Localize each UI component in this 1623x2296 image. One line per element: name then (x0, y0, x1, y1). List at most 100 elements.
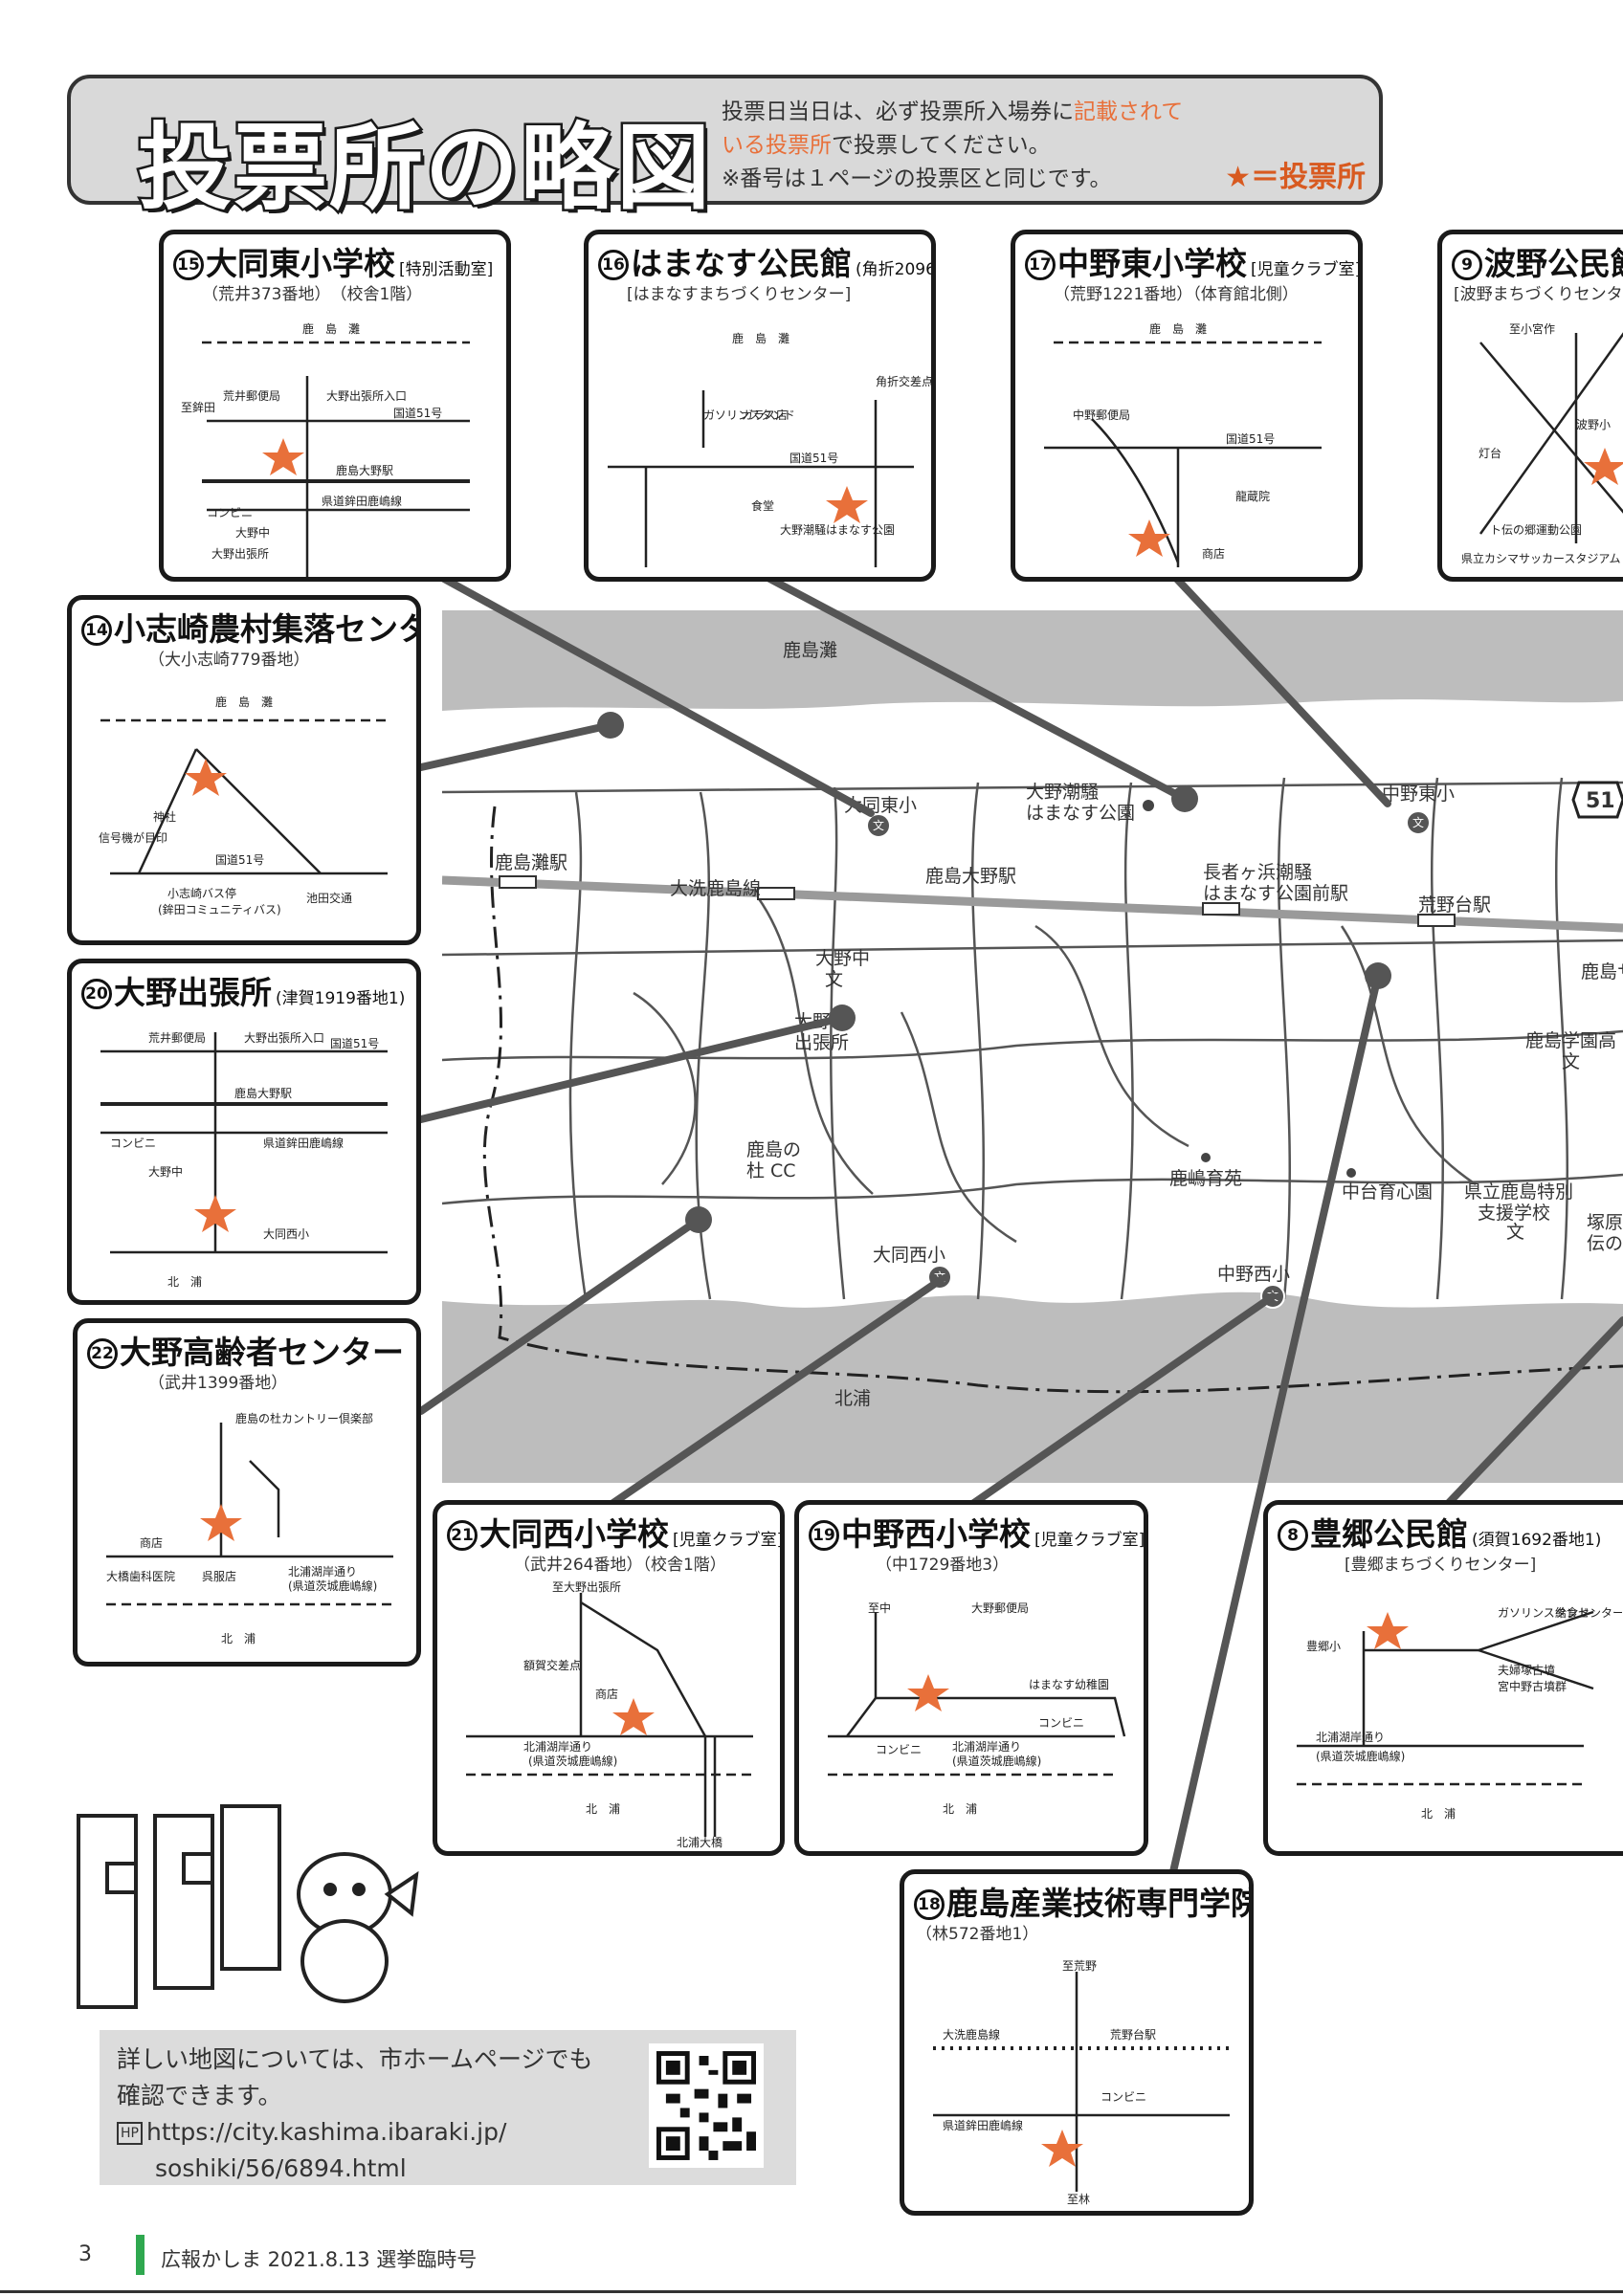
qr-code[interactable] (649, 2043, 764, 2168)
svg-text:県道鉾田鹿嶋線: 県道鉾田鹿嶋線 (943, 2118, 1023, 2132)
url-link-1[interactable]: https://city.kashima.ibaraki.jp/ (145, 2118, 507, 2146)
svg-text:至林: 至林 (1067, 2193, 1090, 2206)
svg-text:鹿 島 灘: 鹿 島 灘 (302, 321, 360, 336)
svg-text:大野出張所: 大野出張所 (211, 547, 269, 561)
url-link-2[interactable]: soshiki/56/6894.html (155, 2154, 407, 2182)
label-dodo-nishi: 大同西小 (873, 1245, 945, 1266)
label-nakano-higashi: 中野東小 (1382, 784, 1455, 805)
qr-code-icon (656, 2051, 756, 2160)
svg-text:大野潮騒はまなす公園: 大野潮騒はまなす公園 (780, 522, 895, 537)
svg-text:文: 文 (1267, 1289, 1278, 1303)
svg-text:鹿島大野駅: 鹿島大野駅 (234, 1086, 292, 1100)
svg-text:池田交通: 池田交通 (306, 891, 352, 905)
station-name: 波野公民館 (1484, 245, 1623, 282)
station-number: 16 (598, 250, 629, 280)
station-name: 小志崎農村集落センター (114, 610, 416, 648)
label-tsuka-2: 伝の (1587, 1233, 1623, 1254)
svg-text:荒井郵便局: 荒井郵便局 (148, 1031, 206, 1045)
station-oono (757, 887, 795, 900)
svg-text:大野中: 大野中 (148, 1164, 183, 1179)
label-kashima-hs-1: 鹿島学園高 (1525, 1030, 1616, 1051)
marker-ikuen (1201, 1153, 1211, 1162)
label-tokubetsu-1: 県立鹿島特別 (1464, 1181, 1573, 1203)
label-nakano-nishi: 中野西小 (1217, 1264, 1290, 1285)
mini-map: 鹿 島 灘 中野郵便局 国道51号 龍蔵院 商店 (1044, 321, 1322, 567)
svg-text:コンビニ: コンビニ (1038, 1716, 1084, 1730)
svg-text:鹿島大野駅: 鹿島大野駅 (336, 463, 393, 477)
station-name: 中野東小学校 (1057, 245, 1247, 282)
label-sea-bottom: 北浦 (834, 1388, 871, 1409)
station-name: 中野西小学校 (841, 1515, 1031, 1553)
label-st-choja-1: 長者ヶ浜潮騒 (1203, 862, 1312, 883)
station-name: 鹿島産業技術専門学院 (946, 1885, 1254, 1922)
svg-text:北浦湖岸通り: 北浦湖岸通り (1316, 1730, 1385, 1744)
legend-polling-station: ★＝投票所 (1225, 161, 1366, 194)
svg-text:(県道茨城鹿嶋線): (県道茨城鹿嶋線) (288, 1578, 377, 1593)
svg-text:文: 文 (934, 1269, 945, 1284)
route-51-label: 51 (1586, 789, 1615, 813)
svg-text:はまなす幼稚園: はまなす幼稚園 (1029, 1678, 1109, 1691)
svg-text:大洗鹿島線: 大洗鹿島線 (943, 2027, 1000, 2042)
svg-text:コンビニ: コンビニ (110, 1137, 156, 1150)
svg-text:県道鉾田鹿嶋線: 県道鉾田鹿嶋線 (263, 1136, 344, 1150)
svg-text:荒野台駅: 荒野台駅 (1110, 2027, 1156, 2042)
station-number: 9 (1452, 250, 1482, 280)
svg-text:宮中野古墳群: 宮中野古墳群 (1498, 1679, 1567, 1693)
station-address: （大小志崎779番地） (148, 651, 310, 670)
station-note: (須賀1692番地1) (1472, 1531, 1602, 1550)
mini-map: 鹿 島 灘 荒井郵便局 大野出張所入口 国道51号 至鉾田 鹿島大野駅 コンビニ… (181, 321, 470, 577)
marker-nakano-higashi (1406, 810, 1431, 835)
svg-text:文: 文 (873, 818, 884, 832)
card-title: 9波野公民館 (1452, 238, 1623, 284)
svg-text:大橋歯科医院: 大橋歯科医院 (106, 1570, 175, 1583)
label-kashima-hs-2: 文 (1562, 1051, 1580, 1072)
station-note: (津賀1919番地1) (276, 989, 406, 1008)
station-number: 17 (1025, 250, 1056, 280)
hp-icon: HP (117, 2122, 143, 2145)
label-kashima-edge: 鹿島サ (1581, 961, 1623, 982)
label-branch-1: 大野 (794, 1011, 831, 1032)
station-note: [特別活動室] (399, 260, 494, 279)
svg-text:北 浦: 北 浦 (943, 1802, 977, 1816)
mini-map: 鹿 島 灘 神社 信号機が目印 国道51号 小志崎バス停 (鉾田コミュニティバス… (99, 695, 388, 916)
svg-text:大同西小: 大同西小 (263, 1227, 309, 1241)
svg-text:コンビニ: コンビニ (207, 506, 253, 519)
footer-accent-bar (136, 2235, 145, 2275)
svg-text:角折交差点: 角折交差点 (876, 374, 933, 388)
svg-text:北 浦: 北 浦 (221, 1632, 256, 1645)
label-nakadai: 中台育心園 (1342, 1181, 1433, 1203)
card-station-14: 14小志崎農村集落センター （大小志崎779番地） 鹿 島 灘 神社 信号機が目… (67, 595, 421, 945)
svg-text:国道51号: 国道51号 (393, 407, 442, 420)
station-number: 20 (81, 979, 112, 1009)
svg-text:県道鉾田鹿嶋線: 県道鉾田鹿嶋線 (322, 494, 402, 508)
area-map-svg: 51 文 文 文 文 鹿島灘 北浦 鹿島灘駅 大洗鹿島線 鹿島大野駅 長者ヶ浜潮… (442, 640, 1623, 1409)
svg-text:中野郵便局: 中野郵便局 (1073, 408, 1130, 422)
svg-text:ガソリンスタンド: ガソリンスタンド (703, 408, 795, 422)
station-araodai (1417, 914, 1456, 927)
svg-text:コンビニ: コンビニ (1101, 2090, 1146, 2104)
svg-text:商店: 商店 (140, 1535, 163, 1550)
station-name: 大野出張所 (114, 974, 272, 1011)
station-address: [豊郷まちづくりセンター] (1345, 1556, 1537, 1575)
label-st-choja-2: はまなす公園前駅 (1203, 883, 1348, 904)
station-name: 大同西小学校 (479, 1515, 669, 1553)
label-branch-2: 出張所 (794, 1032, 849, 1053)
mascot-illustration (297, 1852, 419, 2003)
svg-text:龍蔵院: 龍蔵院 (1235, 489, 1270, 503)
svg-text:ガラス店: ガラス店 (742, 408, 788, 422)
svg-text:額賀交差点: 額賀交差点 (523, 1658, 581, 1672)
svg-text:北 浦: 北 浦 (586, 1802, 620, 1816)
svg-text:至小宮作: 至小宮作 (1509, 321, 1555, 336)
